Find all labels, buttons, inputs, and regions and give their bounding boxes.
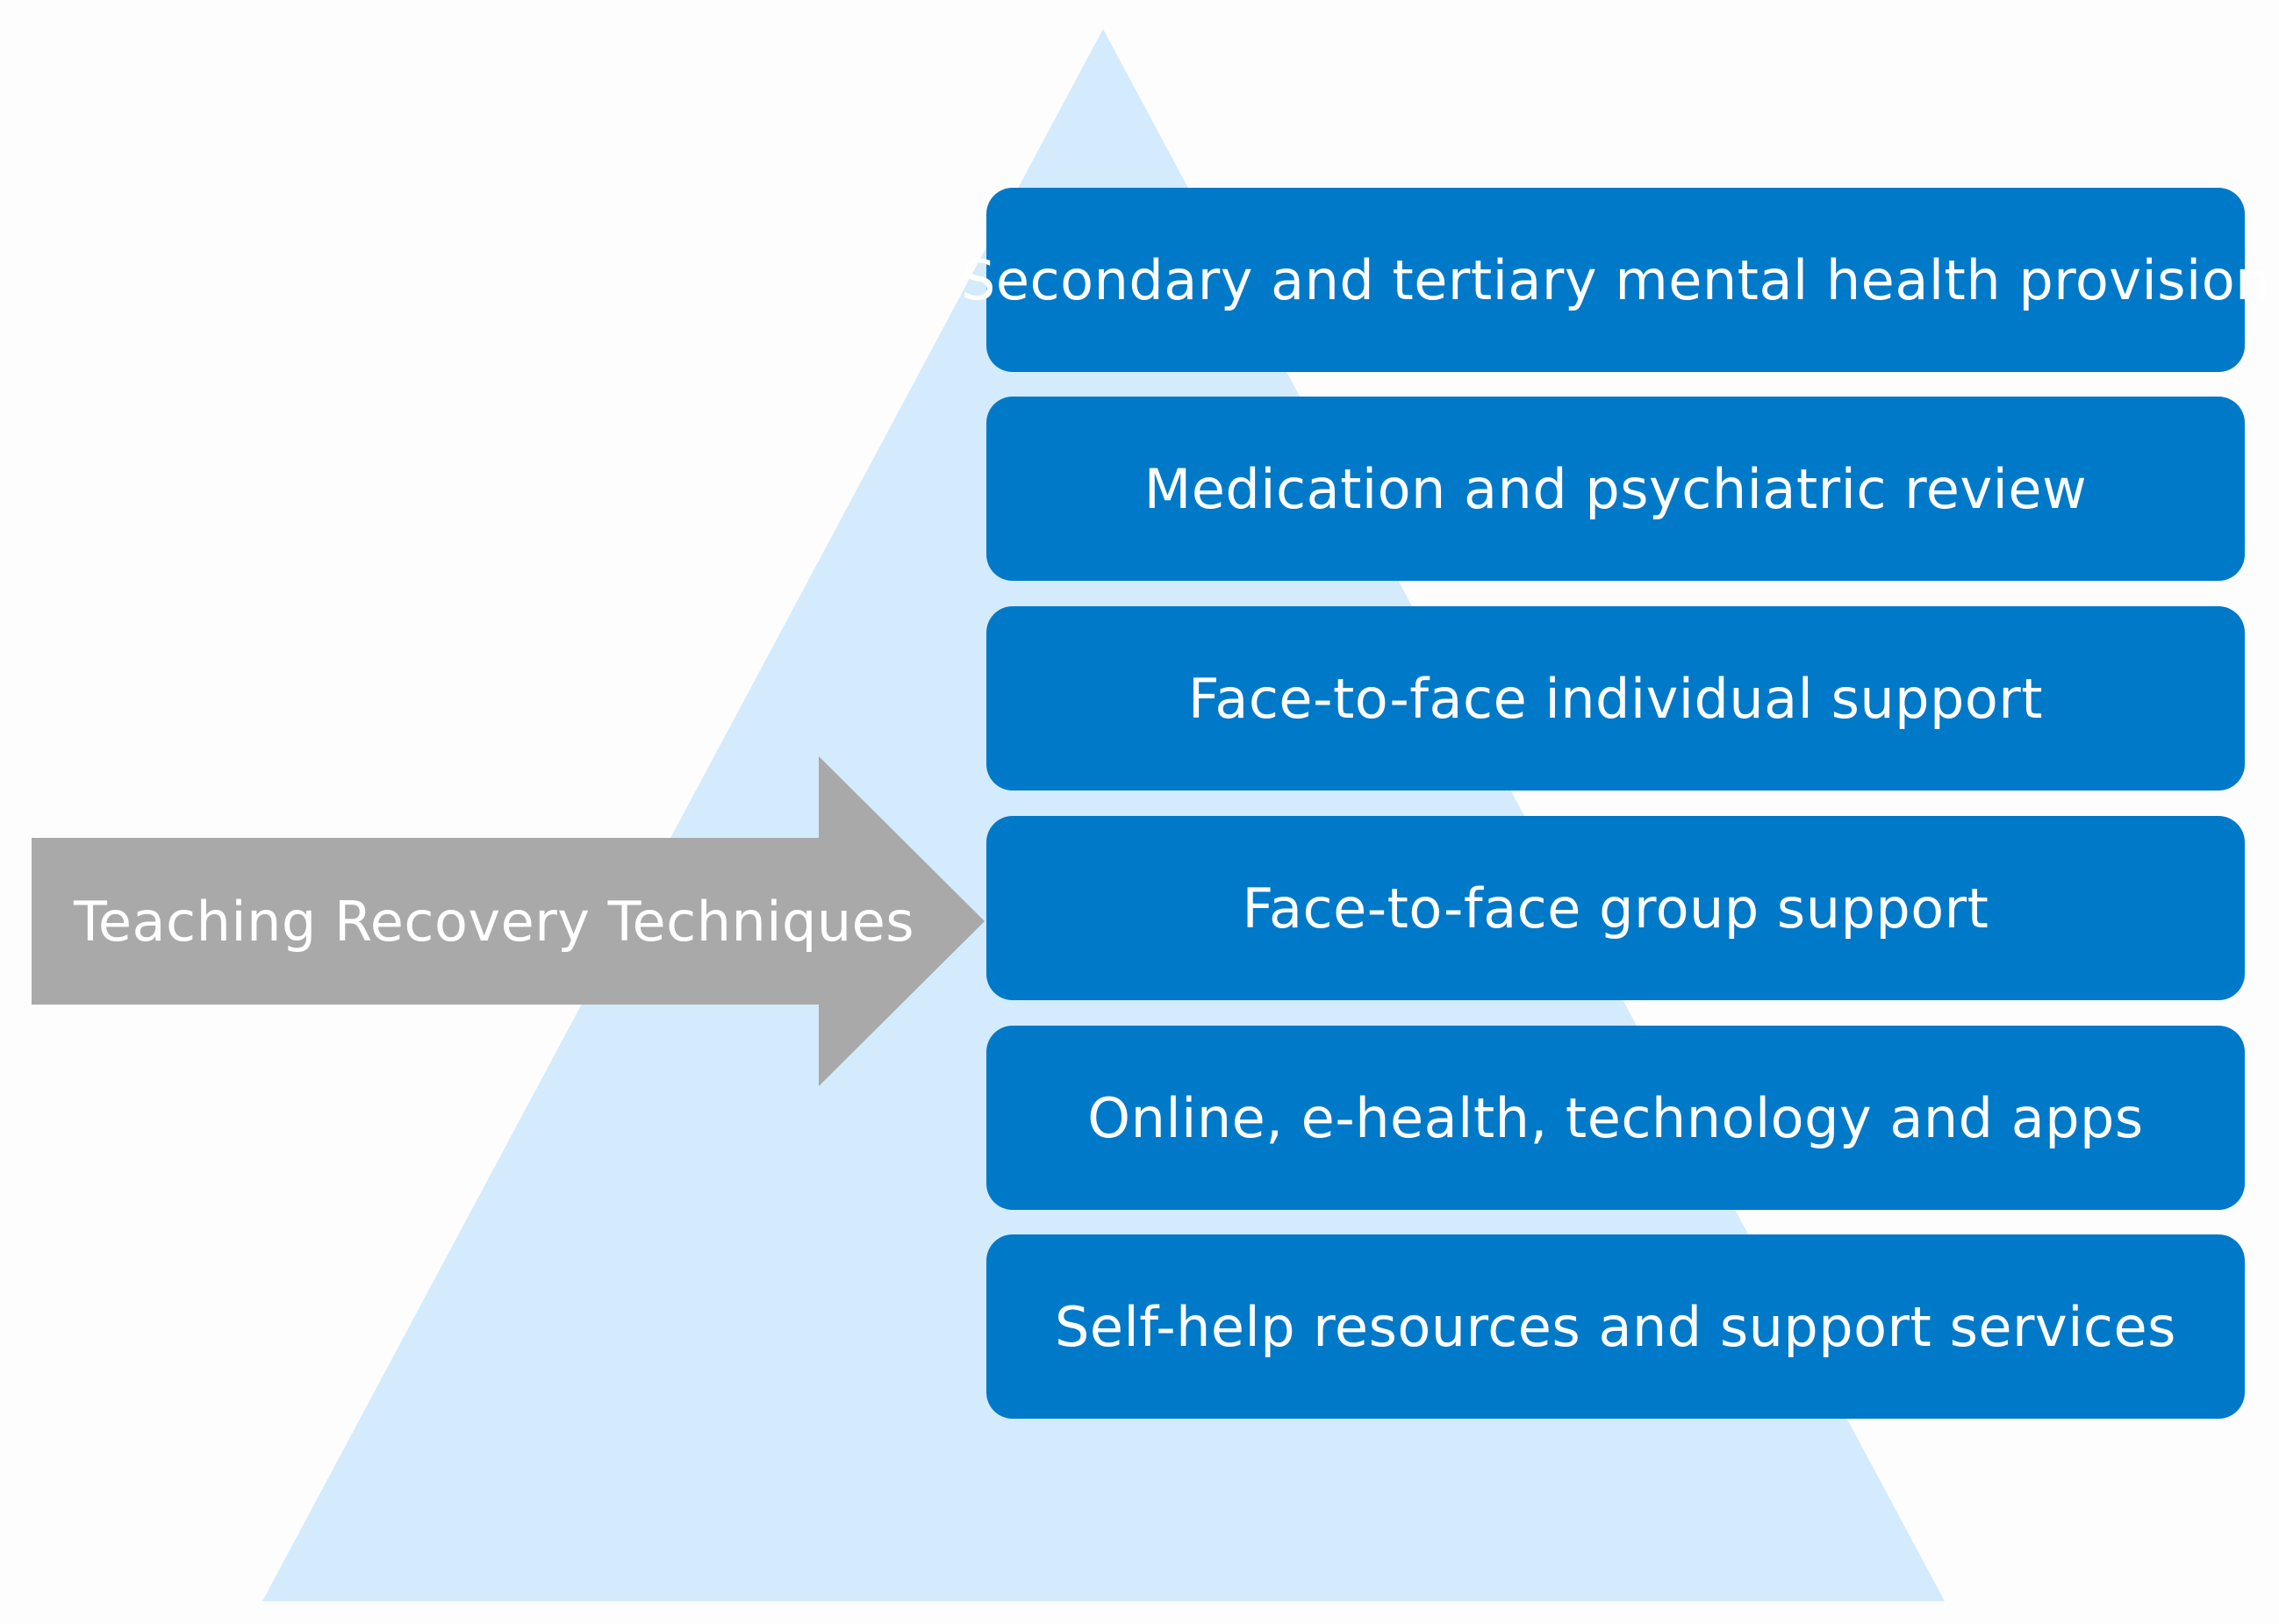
tier-box: Medication and psychiatric review bbox=[986, 397, 2245, 581]
tier-box: Self-help resources and support services bbox=[986, 1234, 2245, 1419]
tier-box: Face-to-face individual support bbox=[986, 606, 2245, 791]
tier-box: Face-to-face group support bbox=[986, 816, 2245, 1000]
teaching-arrow-label: Teaching Recovery Techniques bbox=[74, 889, 915, 954]
tier-box: Online, e-health, technology and apps bbox=[986, 1026, 2245, 1210]
teaching-arrow-shape bbox=[32, 756, 985, 1086]
tier-box: Secondary and tertiary mental health pro… bbox=[961, 188, 2269, 372]
